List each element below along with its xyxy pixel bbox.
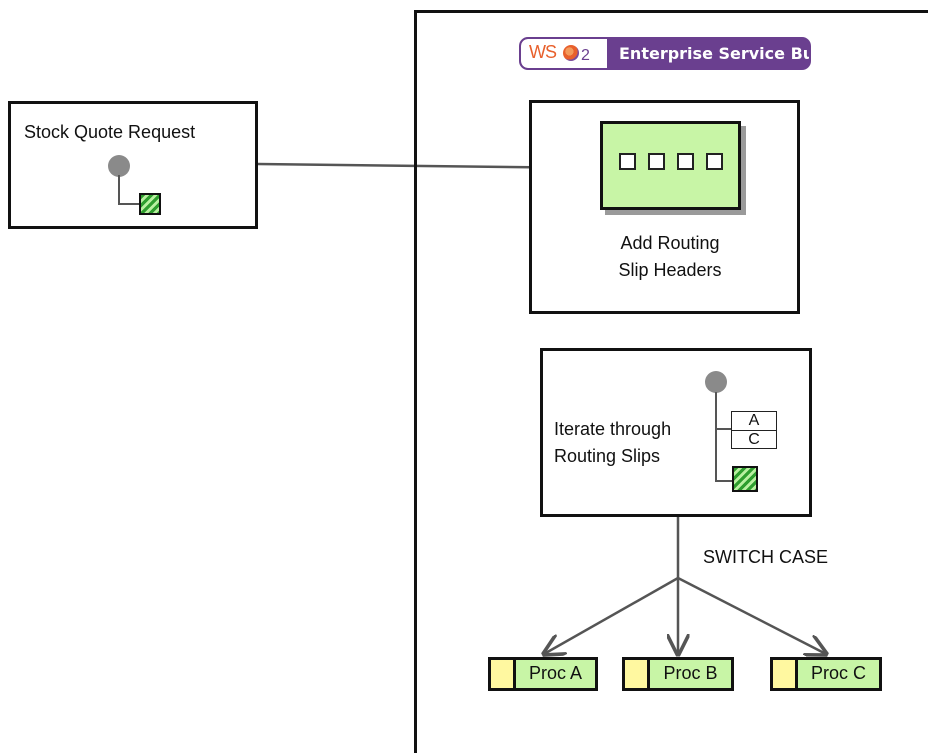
header-slot-icon	[648, 153, 665, 170]
message-endpoint-icon	[705, 371, 727, 393]
stock-quote-request-label: Stock Quote Request	[24, 122, 196, 142]
switch-case-label: SWITCH CASE	[703, 547, 829, 567]
stock-quote-request-box: Stock Quote Request	[8, 101, 258, 229]
proc-tab-icon	[625, 660, 650, 688]
iterate-label-line2: Routing Slips	[554, 446, 661, 466]
logo-mark-background: WS 2	[521, 39, 607, 68]
iterate-label-line1: Iterate through	[554, 419, 672, 439]
message-payload-icon	[139, 193, 161, 215]
switch-to-proc-c-arrow	[677, 576, 826, 654]
routing-slip-table: A C	[731, 411, 777, 449]
logo-ws-text: WS	[529, 42, 557, 62]
header-enricher-icon	[600, 121, 741, 210]
proc-a-label: Proc A	[528, 663, 583, 683]
header-slot-icon	[619, 153, 636, 170]
wso2-esb-logo: WS 2 Enterprise Service Bus	[519, 37, 811, 70]
message-payload-icon	[732, 466, 758, 492]
proc-c-block: Proc C	[770, 657, 882, 691]
add-routing-label-line1: Add Routing	[620, 233, 720, 253]
message-endpoint-icon	[108, 155, 130, 177]
routing-slip-row: C	[732, 430, 776, 449]
proc-c-label: Proc C	[810, 663, 866, 683]
proc-tab-icon	[491, 660, 516, 688]
connector-line	[118, 175, 120, 205]
proc-b-label: Proc B	[663, 663, 718, 683]
connector-line	[715, 480, 733, 482]
connector-line	[715, 428, 732, 430]
logo-o-icon	[563, 45, 579, 61]
logo-title: Enterprise Service Bus	[619, 44, 811, 63]
proc-b-block: Proc B	[622, 657, 734, 691]
header-slot-icon	[706, 153, 723, 170]
connector-line	[715, 392, 717, 482]
add-routing-label-line2: Slip Headers	[618, 260, 722, 280]
proc-a-block: Proc A	[488, 657, 598, 691]
routing-slip-row: A	[748, 412, 760, 429]
header-slot-icon	[677, 153, 694, 170]
logo-2-text: 2	[581, 47, 590, 64]
connector-line	[118, 203, 140, 205]
proc-tab-icon	[773, 660, 798, 688]
esb-container	[414, 10, 928, 753]
switch-to-proc-a-arrow	[544, 576, 679, 654]
